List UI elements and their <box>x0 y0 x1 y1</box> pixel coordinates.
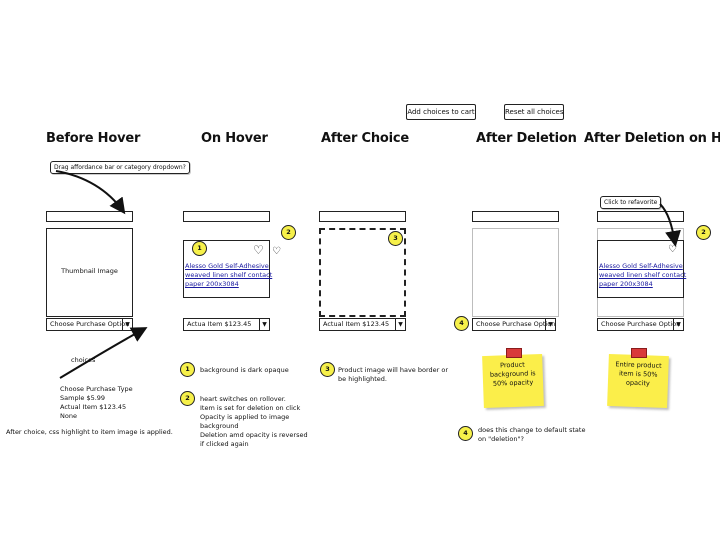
column-title-after-choice: After Choice <box>321 131 409 146</box>
note-badge-4: 4 <box>458 426 473 441</box>
note-badge-2: 2 <box>180 391 195 406</box>
broken-heart-icon[interactable]: ♡ <box>668 244 677 255</box>
note-2-line: if clicked again <box>200 440 249 448</box>
drag-affordance-callout: Drag affordance bar or category dropdown… <box>50 161 190 174</box>
product-link-line-1[interactable]: Alesso Gold Self-Adhesive <box>185 262 269 270</box>
product-link-line-3[interactable]: paper 200x3084 <box>599 280 653 288</box>
note-2-line: Item is set for deletion on click <box>200 404 301 412</box>
choices-line: Choose Purchase Type <box>60 385 133 393</box>
column-title-before-hover: Before Hover <box>46 131 141 146</box>
note-3-line: be highlighted. <box>338 375 387 383</box>
purchase-option-select[interactable]: Choose Purchase Option ▼ <box>597 318 684 331</box>
arrow-drag-to-bar <box>55 170 126 215</box>
drag-bar[interactable] <box>319 211 406 222</box>
choices-line: Actual Item $123.45 <box>60 403 127 411</box>
purchase-option-value: Choose Purchase Option <box>476 320 556 328</box>
faded-product-image[interactable] <box>472 228 559 317</box>
purchase-option-value: Choose Purchase Option <box>50 320 130 328</box>
heart-icon[interactable]: ♡ <box>253 243 264 257</box>
note-4-line: does this change to default state <box>478 426 586 434</box>
badge-2: 2 <box>281 225 296 240</box>
drag-bar[interactable] <box>183 211 270 222</box>
chevron-down-icon: ▼ <box>259 319 269 330</box>
product-link-line-1[interactable]: Alesso Gold Self-Adhesive <box>599 262 683 270</box>
drag-bar[interactable] <box>597 211 684 222</box>
purchase-option-select[interactable]: Choose Purchase Option ▼ <box>46 318 133 331</box>
arrow-refavorite-to-heart <box>659 203 681 247</box>
badge-2: 2 <box>696 225 711 240</box>
column-title-on-hover: On Hover <box>201 131 268 146</box>
purchase-option-select[interactable]: Actual Item $123.45 ▼ <box>319 318 406 331</box>
choices-label: choices <box>71 356 96 364</box>
product-card-hover[interactable] <box>597 240 684 298</box>
choices-footer: After choice, css highlight to item imag… <box>6 428 173 436</box>
badge-1: 1 <box>192 241 207 256</box>
chevron-down-icon: ▼ <box>673 319 683 330</box>
chevron-down-icon: ▼ <box>545 319 555 330</box>
product-link-line-2[interactable]: weaved linen shelf contact <box>599 271 687 279</box>
purchase-option-value: Choose Purchase Option <box>601 320 681 328</box>
drag-bar[interactable] <box>46 211 133 222</box>
purchase-option-value: Actua Item $123.45 <box>187 320 252 328</box>
broken-heart-icon: ♡ <box>272 246 281 257</box>
badge-3: 3 <box>388 231 403 246</box>
column-title-after-deletion-on-hover: After Deletion on Hover <box>584 131 720 146</box>
pin-icon <box>506 348 522 358</box>
purchase-option-select[interactable]: Actua Item $123.45 ▼ <box>183 318 270 331</box>
choices-line: None <box>60 412 77 420</box>
purchase-option-value: Actual Item $123.45 <box>323 320 390 328</box>
note-3-line: Product image will have border or <box>338 366 449 374</box>
thumbnail-image[interactable]: Thumbnail Image <box>46 228 133 317</box>
chevron-down-icon: ▼ <box>395 319 405 330</box>
purchase-option-select[interactable]: Choose Purchase Option ▼ <box>472 318 556 331</box>
drag-bar[interactable] <box>472 211 559 222</box>
note-1: background is dark opaque <box>200 366 289 374</box>
product-link-line-3[interactable]: paper 200x3084 <box>185 280 239 288</box>
note-2-line: Opacity is applied to image <box>200 413 290 421</box>
note-2-line: heart switches on rollover. <box>200 395 286 403</box>
note-badge-3: 3 <box>320 362 335 377</box>
badge-4: 4 <box>454 316 469 331</box>
note-4-line: on "deletion"? <box>478 435 524 443</box>
note-badge-1: 1 <box>180 362 195 377</box>
thumbnail-label: Thumbnail Image <box>61 267 118 275</box>
add-choices-to-cart-button[interactable]: Add choices to cart <box>406 104 476 120</box>
column-title-after-deletion: After Deletion <box>476 131 577 146</box>
note-2-line: Deletion amd opacity is reversed <box>200 431 308 439</box>
chevron-down-icon: ▼ <box>122 319 132 330</box>
note-2-line: background <box>200 422 239 430</box>
arrow-choices-to-select <box>59 327 148 379</box>
pin-icon <box>631 348 647 358</box>
choices-line: Sample $5.99 <box>60 394 106 402</box>
refavorite-callout: Click to refavorite <box>600 196 662 209</box>
reset-all-choices-button[interactable]: Reset all choices <box>504 104 564 120</box>
product-link-line-2[interactable]: weaved linen shelf contact <box>185 271 273 279</box>
